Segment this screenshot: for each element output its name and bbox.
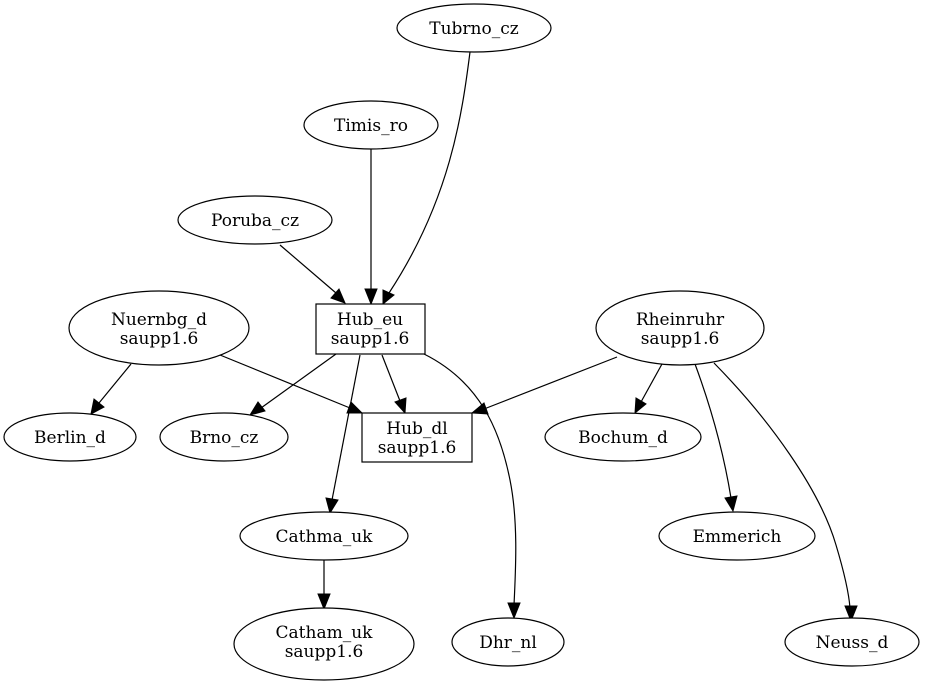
node-hub-eu-label-line1: Hub_eu [337,310,403,330]
node-bochum-d-label: Bochum_d [578,428,668,448]
edge-tubrno-cz-to-hub-eu [388,51,471,294]
edges-layer [90,51,858,623]
node-berlin-d-shape [3,412,137,462]
node-cathma-uk-label: Cathma_uk [276,527,374,547]
node-hub-eu-label-line2: saupp1.6 [331,329,410,349]
node-emmerich-label: Emmerich [693,527,782,547]
edge-poruba-cz-to-hub-eu [279,244,337,294]
node-hub-dl-label-line1: Hub_dl [386,419,447,439]
node-timis-ro-shape [303,100,439,150]
node-cathma-uk-shape [239,511,409,561]
edge-nuernbg-d-to-hub-dl [219,354,351,409]
edge-rheinruhr-to-hub-dl [483,356,618,410]
node-berlin-d: Berlin_d [3,412,137,462]
node-tubrno-cz-label: Tubrno_cz [429,19,519,39]
edge-hub-eu-to-dhr-nl [423,353,517,606]
node-tubrno-cz: Tubrno_cz [396,3,552,53]
node-hub-dl-shape [361,412,473,463]
node-dhr-nl-label: Dhr_nl [479,633,537,653]
node-dhr-nl: Dhr_nl [451,617,565,667]
node-rheinruhr-shape [595,290,765,366]
node-catham-uk-label-line1: Catham_uk [276,623,374,643]
node-catham-uk-label-line2: saupp1.6 [285,642,364,662]
node-timis-ro: Timis_ro [303,100,439,150]
node-bochum-d: Bochum_d [544,412,702,462]
edge-hub-eu-to-hub-dl [381,354,401,402]
arrowhead-nuernbg-d-to-berlin-d [90,398,105,415]
node-brno-cz-label: Brno_cz [190,428,259,448]
arrowhead-rheinruhr-to-emmerich [724,495,738,513]
node-rheinruhr-label-line1: Rheinruhr [636,310,725,330]
node-poruba-cz-shape [177,195,333,245]
edge-rheinruhr-to-bochum-d [640,363,663,403]
arrowhead-hub-eu-to-dhr-nl [507,602,521,620]
node-cathma-uk: Cathma_uk [239,511,409,561]
node-dhr-nl-shape [451,617,565,667]
edge-hub-eu-to-cathma-uk [331,354,361,501]
arrowhead-poruba-cz-to-hub-eu [330,288,346,304]
arrowhead-cathma-uk-to-catham-uk [317,593,331,611]
node-tubrno-cz-shape [396,3,552,53]
node-hub-dl: Hub_dl saupp1.6 [361,412,473,463]
node-emmerich-shape [658,511,816,561]
edge-nuernbg-d-to-berlin-d [98,363,132,404]
node-emmerich: Emmerich [658,511,816,561]
node-nuernbg-d: Nuernbg_d saupp1.6 [68,290,250,366]
node-nuernbg-d-shape [68,290,250,366]
arrowhead-hub-eu-to-brno-cz [248,401,266,416]
arrowhead-rheinruhr-to-bochum-d [634,397,647,415]
edge-rheinruhr-to-emmerich [694,363,732,499]
arrowhead-hub-eu-to-cathma-uk [325,497,339,515]
node-nuernbg-d-label-line2: saupp1.6 [120,329,199,349]
arrowhead-timis-ro-to-hub-eu [364,288,378,306]
node-catham-uk-shape [233,607,415,681]
node-bochum-d-shape [544,412,702,462]
node-neuss-d-label: Neuss_d [816,633,889,653]
arrowhead-hub-eu-to-hub-dl [394,397,407,415]
node-neuss-d: Neuss_d [784,617,920,667]
node-neuss-d-shape [784,617,920,667]
node-catham-uk: Catham_uk saupp1.6 [233,607,415,681]
node-poruba-cz: Poruba_cz [177,195,333,245]
nodes-layer: Tubrno_cz Timis_ro Poruba_cz Nuernbg_d s… [3,3,920,681]
node-poruba-cz-label: Poruba_cz [211,211,299,231]
node-hub-eu-shape [315,303,426,355]
node-rheinruhr: Rheinruhr saupp1.6 [595,290,765,366]
node-berlin-d-label: Berlin_d [34,428,106,448]
node-rheinruhr-label-line2: saupp1.6 [641,329,720,349]
node-nuernbg-d-label-line1: Nuernbg_d [111,310,207,330]
edge-hub-eu-to-brno-cz [260,353,337,409]
node-hub-eu: Hub_eu saupp1.6 [315,303,426,355]
arrowhead-rheinruhr-to-hub-dl [470,402,489,415]
node-hub-dl-label-line2: saupp1.6 [378,438,457,458]
node-timis-ro-label: Timis_ro [334,116,408,136]
node-brno-cz-shape [159,412,289,462]
edge-rheinruhr-to-neuss-d [713,362,851,609]
arrowhead-rheinruhr-to-neuss-d [844,605,858,623]
arrowhead-tubrno-cz-to-hub-eu [382,289,395,306]
node-brno-cz: Brno_cz [159,412,289,462]
